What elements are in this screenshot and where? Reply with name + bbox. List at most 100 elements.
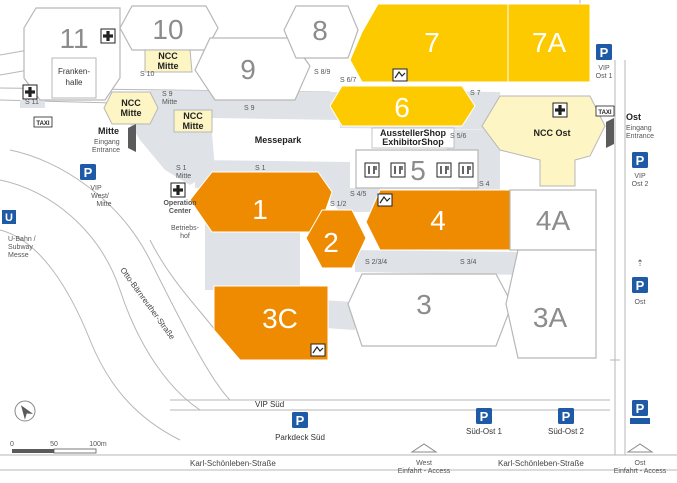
ubahn-label-3: Messe	[8, 252, 29, 259]
ncc-mitte-small[interactable]: NCC Mitte	[173, 109, 213, 133]
vip-ost-2-label-1: VIP	[634, 173, 646, 180]
hall-5-gastro-icon-4	[458, 162, 474, 178]
hall-10[interactable]: 10	[119, 5, 219, 51]
ncc-mitte-left-label-1: NCC	[121, 98, 141, 108]
street-karl-right: Karl-Schönleben-Straße	[498, 459, 584, 468]
entrance-mitte[interactable]: Mitte Eingang Entrance	[92, 124, 136, 154]
ost-access[interactable]: Ost Einfahrt - Access	[614, 443, 667, 475]
parking-vip-ost-2[interactable]: VIP Ost 2	[632, 152, 649, 188]
ubahn-label-2: Subway	[8, 244, 33, 251]
parking-icon-vip-ost-2	[632, 152, 648, 168]
parking-vip-west-mitte[interactable]: VIP West/ Mitte	[80, 164, 112, 208]
parking-icon-vip-ost-1	[596, 44, 612, 60]
taxi-right-label: TAXI	[598, 110, 612, 116]
parking-deck-sued[interactable]: Parkdeck Süd	[275, 412, 325, 442]
operation-center-label-1: Operation	[163, 200, 196, 207]
passage-s9-mitte-1: S 9	[162, 91, 173, 98]
shuttle-arrows-icon: ⇡	[636, 259, 644, 269]
ausstellershop-label: AusstellerShop	[380, 128, 447, 138]
hall-8[interactable]: 8	[283, 5, 359, 59]
west-access[interactable]: West Einfahrt - Access	[398, 443, 451, 475]
operation-center-cross-icon	[170, 182, 186, 198]
ncc-mitte-small-label-1: NCC	[183, 111, 203, 121]
ost-entrance-label-2: Eingang	[626, 125, 652, 132]
sued-ost-2-label: Süd-Ost 2	[548, 427, 585, 436]
taxi-left: TAXI	[33, 116, 53, 128]
ncc-mitte-left[interactable]: NCC Mitte	[103, 91, 159, 125]
first-aid-cross-icon-3	[552, 102, 568, 118]
hall-3a-label: 3A	[533, 302, 568, 333]
vip-west-mitte-label-1: VIP	[90, 185, 102, 192]
parking-ost[interactable]: ⇡ Ost	[632, 259, 648, 306]
mitte-entrance-label-1: Mitte	[98, 126, 119, 136]
hall-1[interactable]: 1	[189, 171, 333, 233]
hall-7[interactable]: 7	[349, 3, 509, 83]
ncc-ost-label: NCC Ost	[533, 128, 570, 138]
ncc-mitte-top[interactable]: NCC Mitte	[144, 49, 193, 73]
hall-3a[interactable]: 3A	[505, 249, 597, 359]
passage-s56: S 5/6	[450, 133, 466, 140]
ost-access-label-1: Ost	[635, 460, 646, 467]
vip-ost-2-label-2: Ost 2	[632, 181, 649, 188]
parking-icon-sued-ost-2	[558, 408, 574, 424]
scale-label-100: 100m	[89, 441, 107, 448]
north-arrow-icon	[20, 405, 34, 420]
aussteller-shop[interactable]: AusstellerShop ExhibitorShop	[371, 127, 455, 149]
hall-7a-label: 7A	[532, 27, 567, 58]
parking-sued-ost-2[interactable]: Süd-Ost 2	[548, 408, 585, 436]
vip-west-mitte-label-3: Mitte	[96, 201, 111, 208]
operation-center[interactable]: Operation Center	[163, 182, 197, 215]
frankenhalle-label-2: halle	[66, 78, 83, 87]
parking-sued-ost-1[interactable]: Süd-Ost 1	[466, 408, 503, 436]
hall-3c[interactable]: 3C	[213, 285, 329, 361]
hall-7-shop-icon	[392, 68, 408, 82]
frankenhalle[interactable]: Franken- halle	[51, 57, 97, 99]
ubahn-icon	[2, 210, 16, 224]
hall-5-gastro-icon-3	[436, 162, 452, 178]
entrance-ost[interactable]: Ost Eingang Entrance	[606, 112, 654, 148]
parking-vip-ost-1[interactable]: VIP Ost 1	[596, 44, 613, 80]
hall-5-gastro-icon-1	[364, 162, 380, 178]
ncc-ost[interactable]: NCC Ost	[481, 95, 606, 187]
hall-2[interactable]: 2	[305, 209, 367, 269]
hall-4a[interactable]: 4A	[509, 189, 597, 251]
hall-6[interactable]: 6	[329, 85, 476, 127]
passage-s1: S 1	[255, 165, 266, 172]
west-access-label-2: Einfahrt - Access	[398, 468, 451, 475]
hall-2-label: 2	[323, 227, 339, 258]
mitte-entrance-label-2: Eingang	[94, 139, 120, 146]
parking-icon-parkdeck-sued	[292, 412, 308, 428]
hall-3-label: 3	[416, 289, 432, 320]
hall-5[interactable]: 5	[355, 149, 479, 189]
hall-11-label: 11	[59, 23, 88, 54]
hall-7-label: 7	[424, 27, 440, 58]
operation-center-label-2: Center	[169, 208, 191, 215]
hall-3c-label: 3C	[262, 303, 298, 334]
ubahn-icon-letter: U	[5, 212, 13, 224]
ncc-mitte-top-label-2: Mitte	[158, 61, 179, 71]
west-access-label-1: West	[416, 460, 432, 467]
ost-entrance-label-1: Ost	[626, 112, 641, 122]
passage-s45: S 4/5	[350, 191, 366, 198]
north-arrow	[14, 400, 36, 422]
exhibitorshop-label: ExhibitorShop	[382, 137, 444, 147]
scale-bar: 0 50 100m	[10, 441, 107, 454]
hall-3[interactable]: 3	[347, 273, 513, 347]
ncc-mitte-top-label-1: NCC	[158, 51, 178, 61]
hall-4[interactable]: 4	[365, 189, 511, 251]
hall-6-label: 6	[394, 92, 410, 123]
parking-icon-sued-ost-1	[476, 408, 492, 424]
parking-icon-bottom-right	[632, 400, 648, 416]
passage-s4: S 4	[479, 181, 490, 188]
parking-sign-plate	[630, 418, 650, 424]
passage-s12: S 1/2	[330, 201, 346, 208]
mitte-entrance-label-3: Entrance	[92, 147, 120, 154]
parking-bottom-right[interactable]	[630, 400, 650, 424]
hall-7a[interactable]: 7A	[507, 3, 591, 83]
vip-sued-label: VIP Süd	[255, 400, 284, 409]
hall-10-label: 10	[152, 14, 183, 45]
passage-s9-mitte-2: Mitte	[162, 99, 177, 106]
passage-s67: S 6/7	[340, 77, 356, 84]
hall-1-label: 1	[252, 194, 268, 225]
ubahn-station[interactable]: U U-Bahn / Subway Messe	[2, 210, 36, 259]
